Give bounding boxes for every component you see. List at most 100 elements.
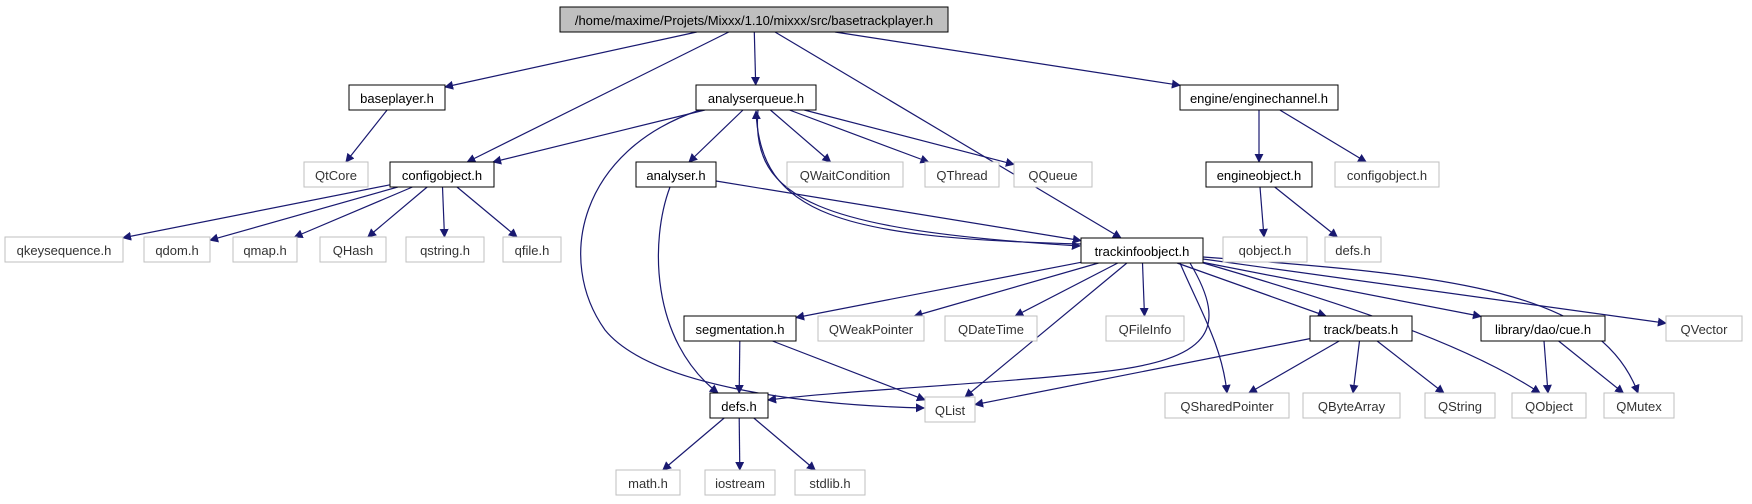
edge-configobject-to-qkeysequence [122, 184, 391, 241]
edge-analyser-to-defs [657, 186, 719, 394]
edge-segmentation-to-qlist [772, 340, 926, 402]
node-box [232, 236, 298, 263]
edge-defs-to-math [662, 417, 725, 471]
node-qfileinfo: QFileInfo [1105, 315, 1185, 342]
edge-trackinfoobject-to-qvector [1202, 258, 1667, 327]
node-box [319, 236, 387, 263]
node-box [1205, 161, 1313, 188]
edge-defs-to-iostream [735, 417, 745, 471]
node-box [944, 315, 1038, 342]
edge-root-to-configobject [466, 31, 730, 163]
node-iostream: iostream [704, 469, 776, 496]
edge-trackbeats-to-qstring [1376, 340, 1445, 394]
node-trackinfoobject[interactable]: trackinfoobject.h [1080, 237, 1204, 264]
node-qmap: qmap.h [232, 236, 298, 263]
node-label: qobject.h [1239, 243, 1292, 258]
node-label: configobject.h [402, 168, 482, 183]
edge-trackinfoobject-to-defs [767, 262, 1210, 404]
node-box [817, 315, 925, 342]
node-configobject[interactable]: configobject.h [389, 161, 495, 188]
node-box [348, 84, 446, 111]
edges [122, 31, 1667, 471]
node-label: QFileInfo [1119, 322, 1172, 337]
node-box [1164, 392, 1290, 419]
node-root[interactable]: /home/maxime/Projets/Mixxx/1.10/mixxx/sr… [559, 6, 949, 33]
node-label: stdlib.h [809, 476, 850, 491]
edge-trackinfoobject-to-qlist [964, 262, 1128, 398]
node-qdom: qdom.h [143, 236, 211, 263]
node-box [1179, 84, 1339, 111]
node-box [1324, 236, 1382, 263]
node-box [794, 469, 866, 496]
node-box [389, 161, 495, 188]
edge-analyserqueue-to-qthread [789, 109, 930, 164]
edge-analyserqueue-to-qqueue [804, 109, 1015, 167]
node-enginechannel[interactable]: engine/enginechannel.h [1179, 84, 1339, 111]
node-label: /home/maxime/Projets/Mixxx/1.10/mixxx/sr… [575, 13, 933, 28]
node-segmentation[interactable]: segmentation.h [683, 315, 797, 342]
node-label: QWaitCondition [800, 168, 891, 183]
node-qstring: QString [1424, 392, 1496, 419]
node-qobjecth: qobject.h [1222, 236, 1308, 263]
edge-trackinfoobject-to-cue [1202, 261, 1482, 320]
node-qfile: qfile.h [502, 236, 562, 263]
edge-cue-to-qobject [1542, 340, 1552, 394]
node-box [4, 236, 124, 263]
edge-engineobject-to-defs2 [1274, 186, 1339, 238]
node-label: QString [1438, 399, 1482, 414]
node-label: QDateTime [958, 322, 1024, 337]
node-box [1013, 161, 1093, 188]
node-qsharedpointer: QSharedPointer [1164, 392, 1290, 419]
node-box [1480, 315, 1606, 342]
node-qtcore: QtCore [303, 161, 369, 188]
node-cue[interactable]: library/dao/cue.h [1480, 315, 1606, 342]
node-label: QHash [333, 243, 373, 258]
node-stdlib: stdlib.h [794, 469, 866, 496]
node-label: QObject [1525, 399, 1573, 414]
node-label: defs.h [721, 399, 756, 414]
node-box [695, 84, 817, 111]
node-box [1334, 161, 1440, 188]
node-label: engine/enginechannel.h [1190, 91, 1328, 106]
node-trackbeats[interactable]: track/beats.h [1309, 315, 1413, 342]
edge-root-to-trackinfoobject [774, 31, 1122, 239]
node-label: QVector [1681, 322, 1729, 337]
edge-defs-to-stdlib [753, 417, 816, 471]
node-analyserqueue[interactable]: analyserqueue.h [695, 84, 817, 111]
node-box [635, 161, 717, 188]
edge-segmentation-to-defs [734, 340, 744, 394]
node-label: engineobject.h [1217, 168, 1302, 183]
node-box [303, 161, 369, 188]
node-label: QThread [936, 168, 987, 183]
node-box [143, 236, 211, 263]
node-qdatetime: QDateTime [944, 315, 1038, 342]
node-qlist: QList [924, 396, 976, 423]
node-label: qstring.h [420, 243, 470, 258]
node-box [502, 236, 562, 263]
node-defs[interactable]: defs.h [709, 392, 769, 419]
edge-root-to-analyserqueue [750, 31, 760, 86]
node-label: library/dao/cue.h [1495, 322, 1591, 337]
node-qqueue: QQueue [1013, 161, 1093, 188]
node-label: configobject.h [1347, 168, 1427, 183]
node-label: defs.h [1335, 243, 1370, 258]
node-label: QMutex [1616, 399, 1662, 414]
node-baseplayer[interactable]: baseplayer.h [348, 84, 446, 111]
node-box [924, 396, 976, 423]
node-label: baseplayer.h [360, 91, 434, 106]
node-box [1424, 392, 1496, 419]
node-box [1309, 315, 1413, 342]
node-qwaitcondition: QWaitCondition [786, 161, 904, 188]
node-label: segmentation.h [696, 322, 785, 337]
node-label: QList [935, 403, 966, 418]
node-label: analyserqueue.h [708, 91, 804, 106]
node-qhash: QHash [319, 236, 387, 263]
node-engineobject[interactable]: engineobject.h [1205, 161, 1313, 188]
node-qvector: QVector [1665, 315, 1743, 342]
node-label: track/beats.h [1324, 322, 1398, 337]
node-box [405, 236, 485, 263]
edge-configobject-to-qdom [209, 186, 398, 243]
edge-root-to-enginechannel [834, 31, 1181, 89]
nodes: /home/maxime/Projets/Mixxx/1.10/mixxx/sr… [4, 6, 1743, 496]
node-analyser[interactable]: analyser.h [635, 161, 717, 188]
